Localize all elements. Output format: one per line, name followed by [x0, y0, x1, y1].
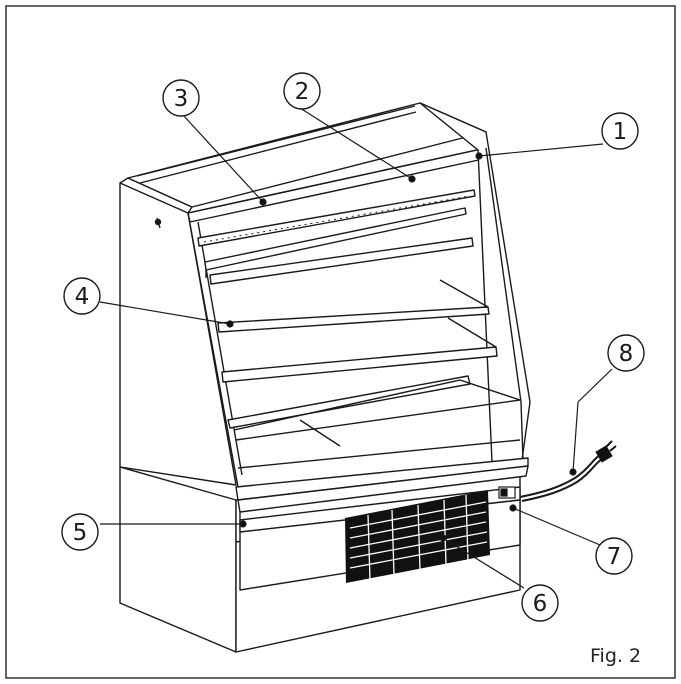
callout-5-circle: [61, 513, 99, 551]
figure-border: [5, 5, 676, 679]
callout-7-label: 7: [607, 544, 622, 570]
figure-caption: Fig. 2: [590, 645, 642, 667]
callout-8-label: 8: [619, 341, 634, 367]
control-switch: [498, 486, 516, 499]
callout-5-label: 5: [73, 520, 88, 546]
callout-8-circle: [607, 334, 645, 372]
callout-3-circle: [162, 79, 200, 117]
base-plinth: [119, 466, 237, 653]
callout-2-label: 2: [295, 79, 310, 105]
callout-2-circle: [283, 72, 321, 110]
callout-4-label: 4: [75, 284, 90, 310]
left-side-panel: [119, 182, 237, 486]
leader-lines: [99, 107, 613, 589]
callout-6-circle: [521, 584, 559, 622]
shelf-3: [217, 306, 490, 333]
power-cable: [519, 454, 603, 502]
condenser-grille: [345, 490, 490, 583]
callouts: [61, 72, 645, 622]
shelf-4: [221, 346, 498, 383]
plug-icon: [595, 440, 617, 463]
callout-6-label: 6: [533, 591, 548, 617]
shelf-5: [227, 375, 471, 429]
callout-1-label: 1: [613, 119, 628, 145]
callout-labels: 1 2 3 4 5 6 7 8: [73, 79, 634, 617]
callout-4-circle: [63, 277, 101, 315]
cabinet-drawing: [119, 102, 531, 653]
callout-1-circle: [601, 112, 639, 150]
callout-7-circle: [595, 537, 633, 575]
callout-3-label: 3: [174, 86, 189, 112]
shelf-2: [209, 237, 474, 285]
shelf-1: [204, 207, 467, 271]
